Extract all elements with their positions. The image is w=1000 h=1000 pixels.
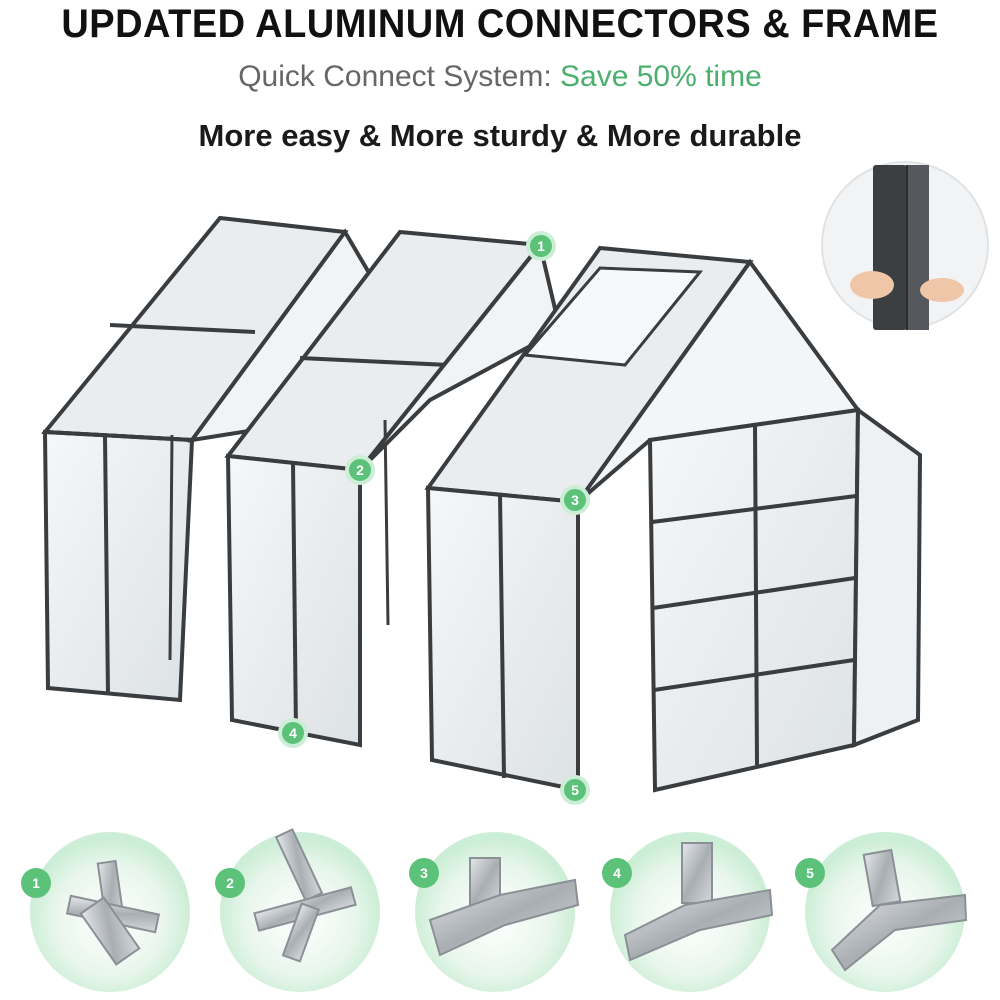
svg-text:5: 5 [806, 865, 814, 881]
corner-connector-icon [830, 848, 968, 972]
marker-1: 1 [526, 231, 556, 261]
greenhouse-left [40, 215, 388, 703]
svg-text:3: 3 [571, 492, 579, 508]
svg-text:1: 1 [537, 238, 545, 254]
subtitle-accent: Save 50% time [560, 60, 762, 93]
svg-text:1: 1 [32, 875, 40, 891]
hand-icon [850, 271, 894, 299]
greenhouse-right [424, 245, 923, 793]
svg-text:2: 2 [356, 462, 364, 478]
subtitle: Quick Connect System: Save 50% time [0, 60, 1000, 94]
connector-5: 5 [795, 832, 968, 992]
svg-text:4: 4 [289, 725, 297, 741]
connector-2: 2 [215, 828, 380, 992]
marker-2: 2 [345, 455, 375, 485]
svg-text:2: 2 [226, 875, 234, 891]
svg-text:3: 3 [420, 865, 428, 881]
marker-5: 5 [560, 775, 590, 805]
page-title: UPDATED ALUMINUM CONNECTORS & FRAME [61, 2, 939, 46]
marker-3: 3 [560, 485, 590, 515]
t-connector-base-icon [623, 842, 774, 962]
t-connector-icon [428, 857, 580, 957]
cross-connector-angled-icon [253, 828, 357, 963]
tagline: More easy & More sturdy & More durable [198, 118, 802, 153]
svg-text:4: 4 [613, 865, 621, 881]
frame-detail-inset [821, 161, 989, 330]
cross-connector-icon [65, 859, 161, 966]
subtitle-prefix: Quick Connect System: [238, 60, 560, 93]
connector-3: 3 [409, 832, 580, 992]
svg-text:5: 5 [571, 782, 579, 798]
connector-1: 1 [21, 832, 190, 992]
connector-4: 4 [602, 832, 774, 992]
marker-4: 4 [278, 718, 308, 748]
greenhouse-middle [224, 229, 563, 748]
